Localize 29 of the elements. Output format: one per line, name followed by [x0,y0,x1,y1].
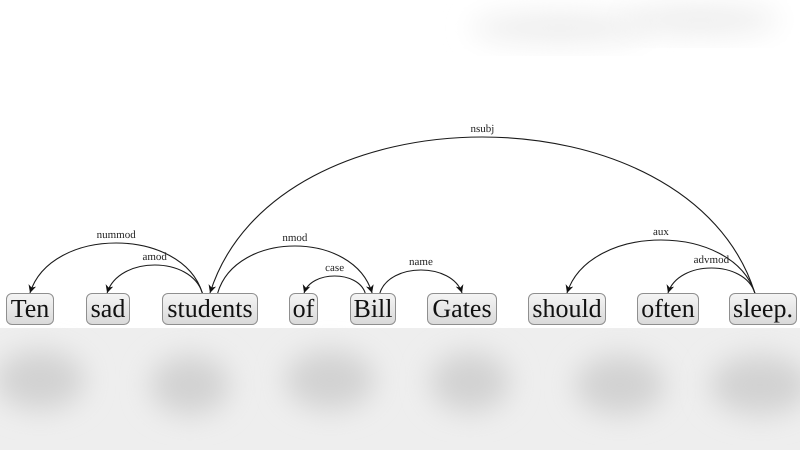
edge-label: nsubj [470,124,494,135]
token-box [162,293,258,325]
token-text: sad [90,296,126,322]
dependency-arc [210,136,756,294]
dependency-arc [106,264,203,294]
token-text: often [641,296,695,322]
edge-label: amod [142,252,167,263]
token-text: of [292,296,314,322]
dependency-arc [217,246,373,294]
edge-label: name [409,257,433,268]
token-text: should [532,296,602,322]
edge-label: advmod [694,255,730,266]
dependency-arc [566,240,756,294]
edge-label: case [325,263,344,274]
dependency-arc [304,275,366,294]
edge-label: aux [652,227,669,238]
token-box [6,293,54,325]
token-text: Bill [353,296,392,322]
token-text: Ten [10,296,50,322]
token-box [427,293,497,325]
token-text: sleep. [733,296,793,322]
dependency-arc [379,270,462,294]
token-text: Gates [432,296,492,322]
edge-label: nummod [96,230,136,241]
edge-label: nmod [282,233,308,244]
token-text: students [167,296,253,322]
token-box [86,293,130,325]
dependency-arc [668,267,756,294]
dependency-arc [30,242,203,294]
